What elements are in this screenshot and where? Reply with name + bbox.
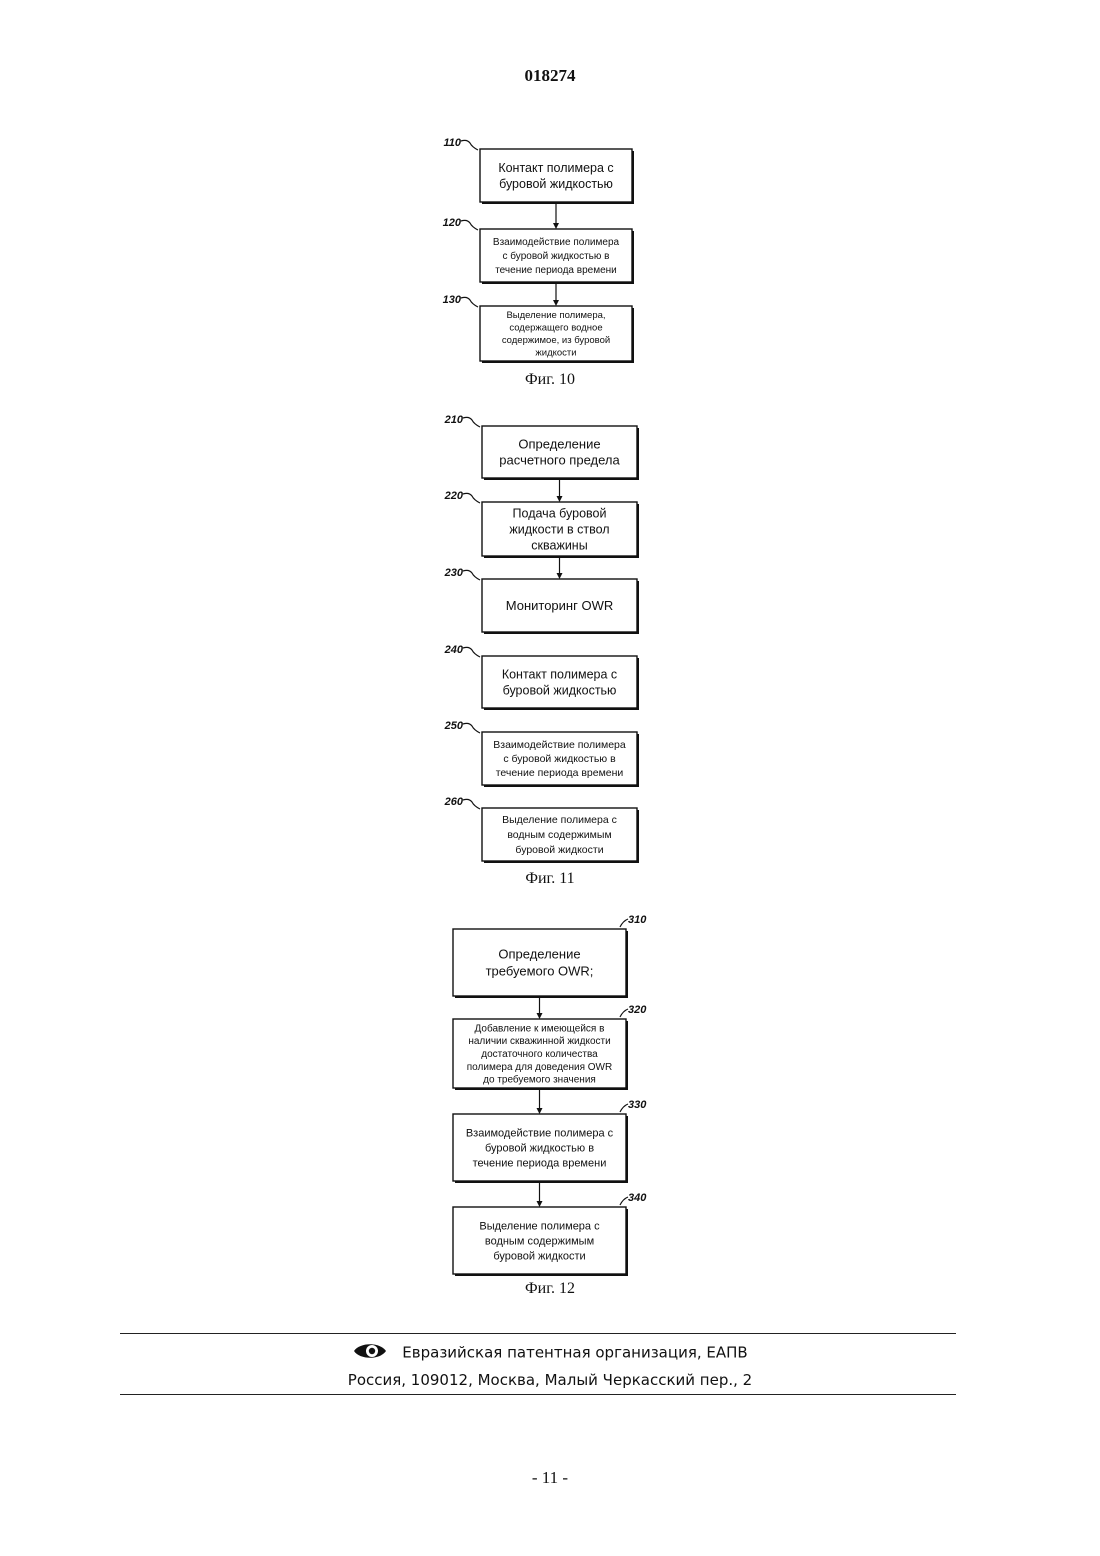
step-text: наличии скважинной жидкости [468,1036,610,1047]
leader-hook [620,1104,628,1112]
arrow-head-icon [537,1013,543,1019]
step-text: буровой жидкостью [499,177,613,191]
step-text: течение периода времени [495,265,617,276]
arrow-head-icon [537,1201,543,1207]
step-text: Подача буровой [513,506,607,520]
step-text: Добавление к имеющейся в [475,1022,605,1034]
leader-hook [463,570,480,580]
step-text: расчетного предела [499,453,620,468]
footer-organization: Евразийская патентная организация, ЕАПВ [402,1344,747,1362]
figure-caption: Фиг. 11 [525,870,574,887]
reference-numeral: 130 [443,294,462,306]
step-text: буровой жидкостью в [485,1142,594,1154]
step-text: буровой жидкостью [503,683,617,697]
step-text: с буровой жидкостью в [503,250,610,262]
step-text: требуемого OWR; [486,964,594,979]
arrow-head-icon [537,1108,543,1114]
leader-hook [620,1009,628,1017]
figure-caption: Фиг. 12 [525,1280,575,1297]
step-text: Выделение полимера, [506,310,605,321]
figure-caption: Фиг. 10 [525,371,575,388]
step-text: буровой жидкости [515,844,603,856]
step-text: до требуемого значения [483,1074,596,1086]
step-text: Взаимодействие полимера с [466,1127,614,1139]
reference-numeral: 230 [444,567,464,579]
step-text: течение периода времени [473,1157,607,1169]
step-box [482,656,637,708]
step-text: Взаимодействие полимера [493,237,620,248]
reference-numeral: 250 [444,720,464,732]
step-text: буровой жидкости [493,1250,585,1262]
step-text: скважины [531,538,587,552]
reference-numeral: 310 [628,914,647,926]
page-number: - 11 - [0,1468,1100,1488]
reference-numeral: 330 [628,1099,647,1111]
step-text: жидкости в ствол [509,522,609,536]
figure-2: Определениерасчетного предела 210Подача б… [444,414,639,887]
arrow-head-icon [553,223,559,229]
footer-organization-line: Евразийская патентная организация, ЕАПВ [0,1340,1100,1366]
footer-rule-top [120,1333,956,1334]
flowchart-figures: Контакт полимера с буровой жидкостью 110Вз… [0,0,1100,1320]
step-text: Определение [498,947,580,962]
eapo-logo-icon [352,1340,388,1366]
leader-hook [461,220,478,230]
step-text: Мониторинг OWR [506,598,613,613]
leader-hook [463,417,480,427]
leader-hook [461,140,478,150]
reference-numeral: 110 [443,137,461,149]
step-text: Контакт полимера с [498,161,613,175]
step-text: Выделение полимера с [502,814,617,826]
step-text: достаточного количества [481,1049,598,1060]
reference-numeral: 220 [444,490,464,502]
leader-hook [463,799,480,809]
footer-address: Россия, 109012, Москва, Малый Черкасский… [0,1371,1100,1389]
step-text: Контакт полимера с [502,667,617,681]
step-text: с буровой жидкостью в [503,753,616,765]
leader-hook [463,493,480,503]
step-text: Определение [518,437,600,452]
reference-numeral: 120 [443,217,462,229]
step-text: водным содержимым [507,829,611,841]
reference-numeral: 260 [444,796,464,808]
reference-numeral: 340 [628,1192,647,1204]
step-text: содержащего водное [509,323,602,334]
leader-hook [620,1197,628,1205]
footer-rule-bottom [120,1394,956,1395]
arrow-head-icon [557,496,563,502]
step-text: Выделение полимера с [479,1220,600,1232]
reference-numeral: 320 [628,1004,647,1016]
leader-hook [463,723,480,733]
step-text: жидкости [535,348,576,359]
step-text: Взаимодействие полимера [493,739,626,751]
leader-hook [463,647,480,657]
leader-hook [461,297,478,307]
reference-numeral: 210 [444,414,464,426]
leader-hook [620,919,628,927]
step-text: содержимое, из буровой [502,335,610,346]
step-box [453,929,626,996]
step-text: водным содержимым [485,1235,594,1247]
arrow-head-icon [557,573,563,579]
reference-numeral: 240 [444,644,464,656]
step-text: течение периода времени [496,767,624,779]
step-text: полимера для доведения OWR [467,1062,612,1073]
figure-3: Определение требуемого OWR; 310Добавление … [453,914,647,1297]
step-box [480,149,632,202]
figure-1: Контакт полимера с буровой жидкостью 110Вз… [443,137,634,388]
arrow-head-icon [553,300,559,306]
